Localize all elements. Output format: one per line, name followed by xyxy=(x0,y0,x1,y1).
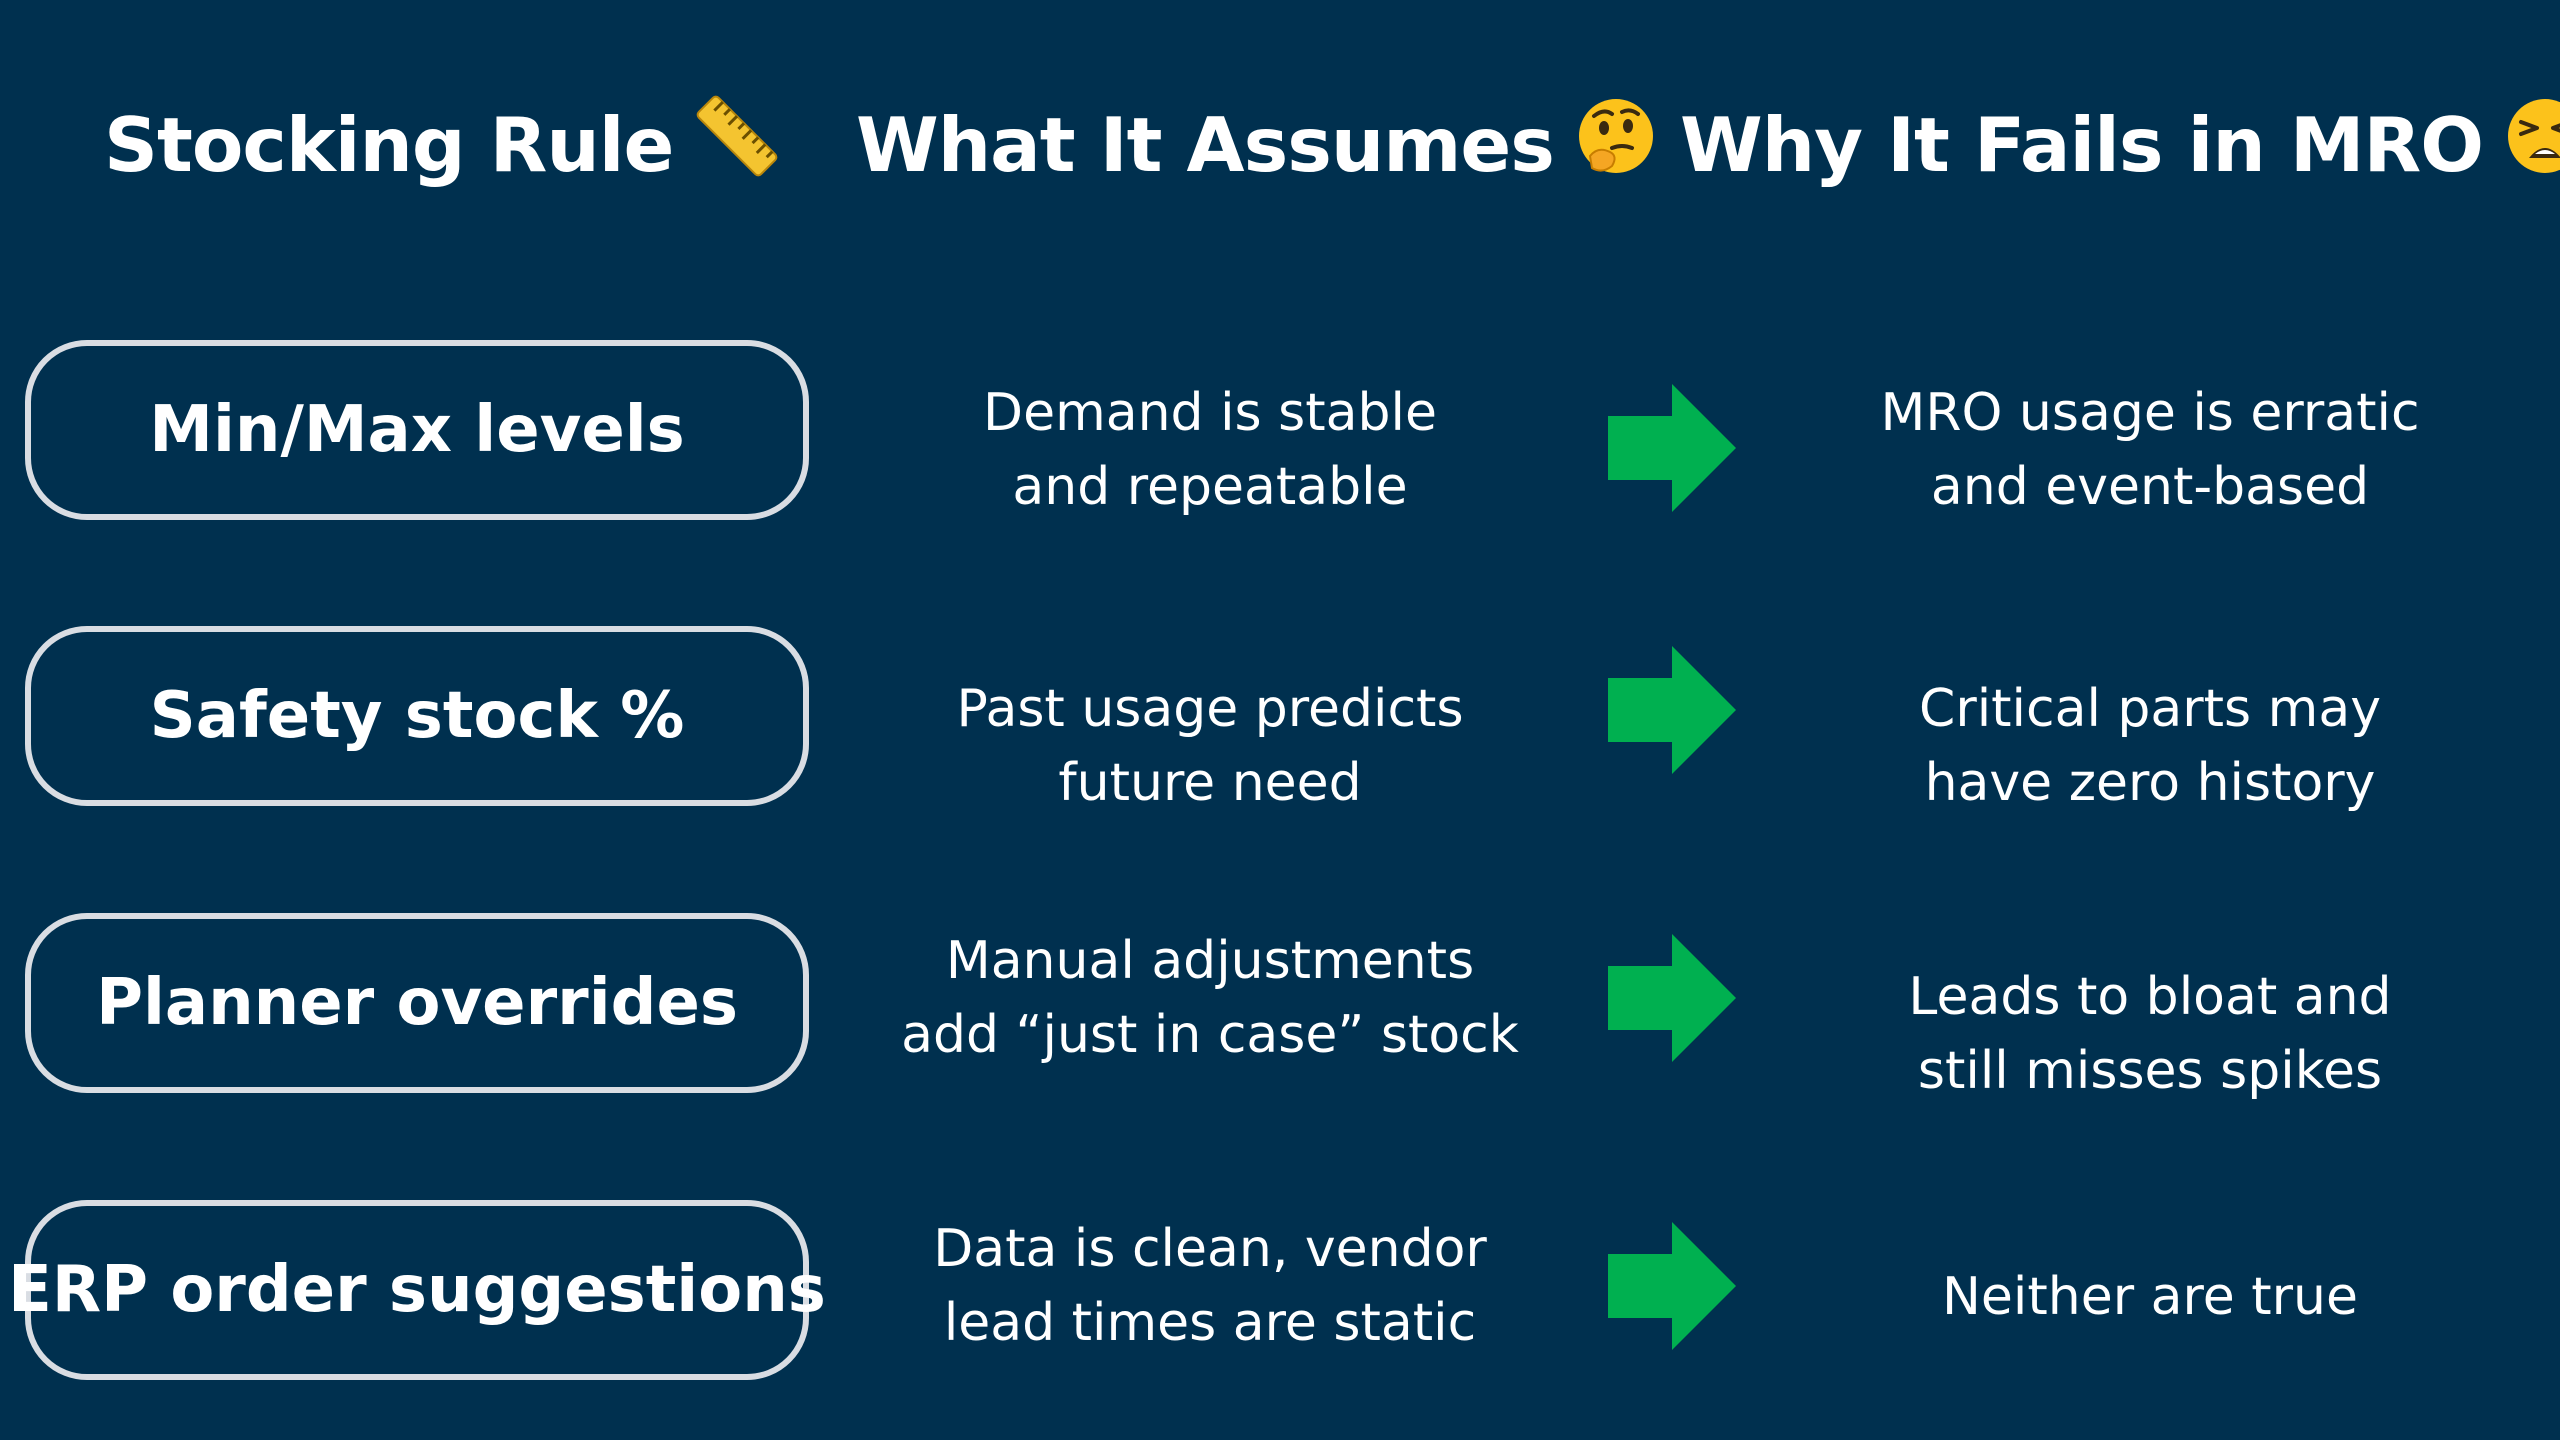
failure-text: Critical parts may have zero history xyxy=(1790,672,2510,820)
rule-box-min-max: Min/Max levels xyxy=(25,340,809,520)
rule-label: Safety stock % xyxy=(149,679,685,753)
rule-box-safety-stock: Safety stock % xyxy=(25,626,809,806)
header-stocking-rule: Stocking Rule xyxy=(104,95,779,195)
assumption-line: Past usage predicts xyxy=(956,679,1464,739)
weary-face-icon xyxy=(2505,96,2560,194)
rule-label: Planner overrides xyxy=(96,966,738,1040)
ruler-icon xyxy=(695,94,779,196)
header-what-it-assumes-label: What It Assumes xyxy=(856,101,1555,189)
assumption-line: Data is clean, vendor xyxy=(933,1219,1487,1279)
failure-text: Neither are true xyxy=(1790,1260,2510,1334)
thinking-face-icon xyxy=(1576,96,1656,194)
header-why-it-fails-label: Why It Fails in MRO xyxy=(1680,101,2484,189)
rule-label: Min/Max levels xyxy=(149,393,685,467)
failure-text: Leads to bloat and still misses spikes xyxy=(1790,960,2510,1108)
header-what-it-assumes: What It Assumes xyxy=(856,95,1656,195)
assumption-line: add “just in case” stock xyxy=(901,1005,1519,1065)
failure-line: and event-based xyxy=(1930,457,2370,517)
failure-line: Critical parts may xyxy=(1919,679,2381,739)
rule-label: ERP order suggestions xyxy=(8,1253,826,1327)
assumption-text: Past usage predicts future need xyxy=(860,672,1560,820)
failure-line: still misses spikes xyxy=(1917,1041,2383,1101)
failure-line: Neither are true xyxy=(1942,1267,2358,1327)
failure-line: have zero history xyxy=(1924,753,2376,813)
assumption-text: Data is clean, vendor lead times are sta… xyxy=(860,1212,1560,1360)
assumption-line: lead times are static xyxy=(943,1293,1477,1353)
failure-line: MRO usage is erratic xyxy=(1880,383,2420,443)
assumption-text: Manual adjustments add “just in case” st… xyxy=(860,924,1560,1072)
assumption-line: Manual adjustments xyxy=(945,931,1475,991)
rule-box-erp-suggestions: ERP order suggestions xyxy=(8,1200,826,1380)
arrow-right-icon xyxy=(1608,384,1736,512)
rule-box-planner-overrides: Planner overrides xyxy=(25,913,809,1093)
assumption-text: Demand is stable and repeatable xyxy=(860,376,1560,524)
arrow-right-icon xyxy=(1608,646,1736,774)
failure-line: Leads to bloat and xyxy=(1908,967,2392,1027)
arrow-right-icon xyxy=(1608,1222,1736,1350)
header-stocking-rule-label: Stocking Rule xyxy=(104,101,674,189)
failure-text: MRO usage is erratic and event-based xyxy=(1790,376,2510,524)
header-why-it-fails: Why It Fails in MRO xyxy=(1680,95,2560,195)
assumption-line: future need xyxy=(1058,753,1362,813)
assumption-line: and repeatable xyxy=(1012,457,1408,517)
arrow-right-icon xyxy=(1608,934,1736,1062)
assumption-line: Demand is stable xyxy=(983,383,1437,443)
